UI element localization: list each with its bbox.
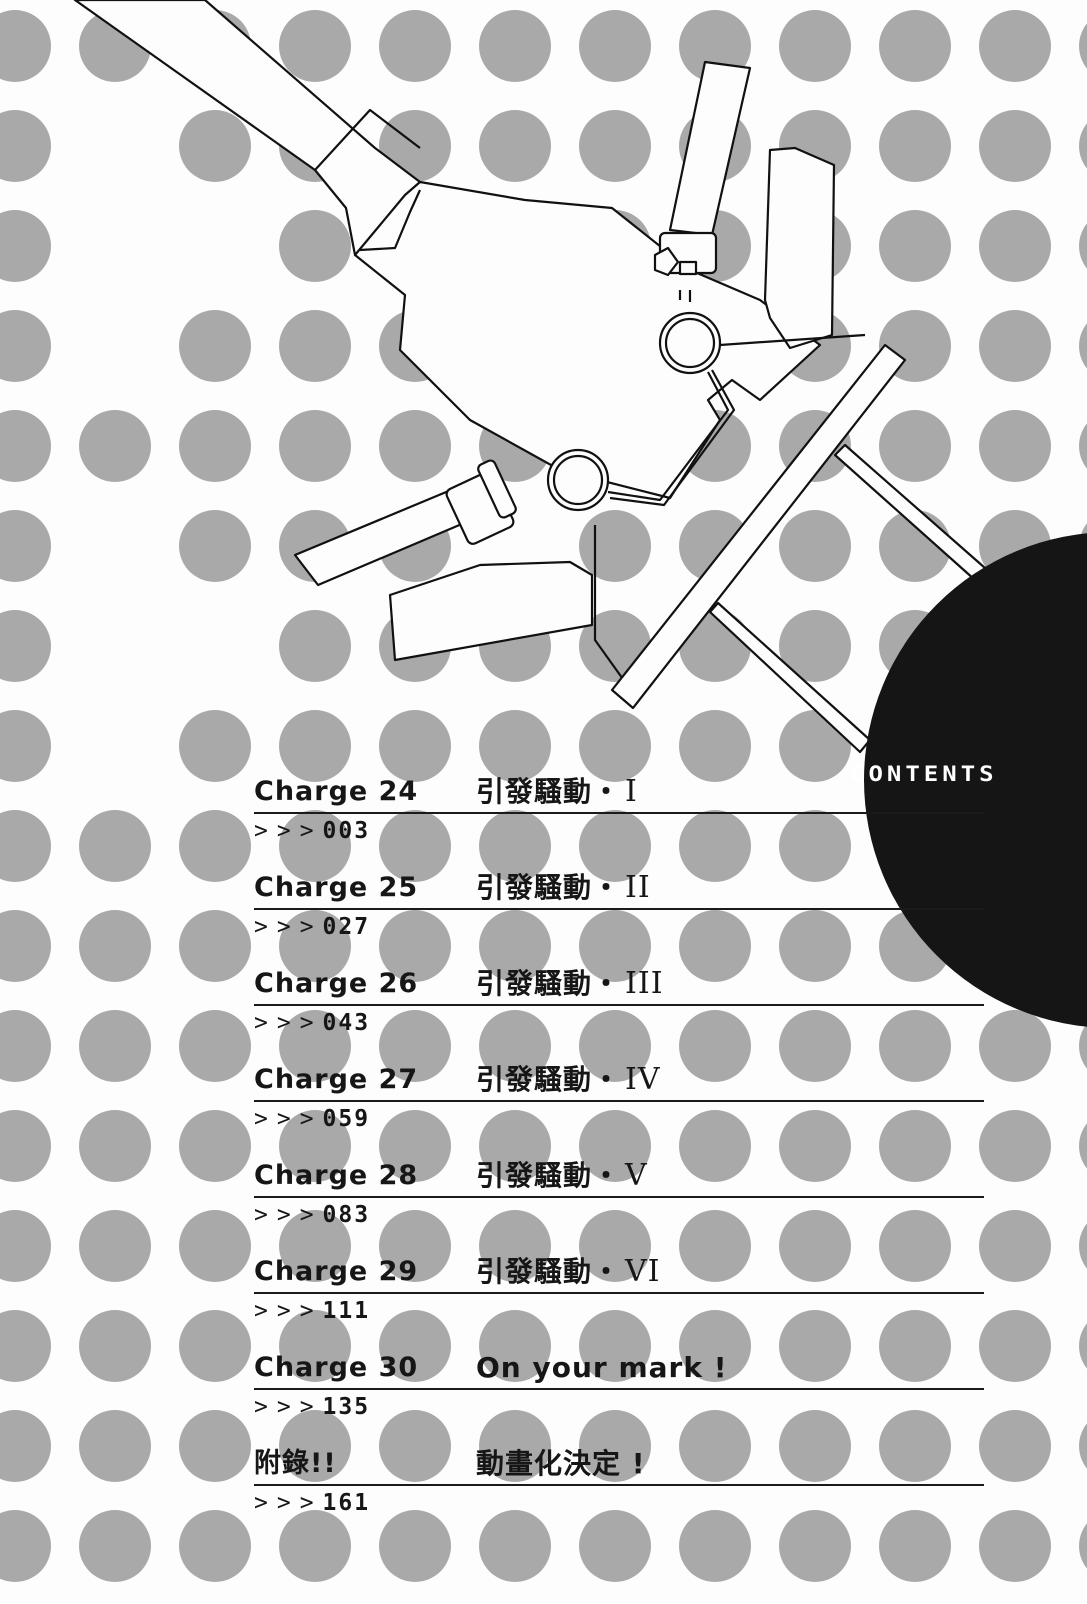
chapter-number: 附錄!!: [254, 1448, 337, 1479]
toc-entry[interactable]: Charge 25 引發騷動・II >>>027: [254, 868, 984, 964]
chapter-number: Charge 24: [254, 776, 419, 807]
chapter-title: 引發騷動・III: [476, 966, 664, 1001]
toc-entry-header: Charge 24 引發騷動・I: [254, 772, 984, 814]
chapter-numeral: III: [625, 966, 664, 1001]
chapter-number: Charge 25: [254, 872, 419, 903]
chapter-numeral: I: [625, 774, 638, 809]
chapter-title: 引發騷動・VI: [476, 1254, 661, 1289]
arrow-prefix: >>>: [254, 818, 323, 844]
toc-entry[interactable]: Charge 29 引發騷動・VI >>>111: [254, 1252, 984, 1348]
chapter-number: Charge 26: [254, 968, 419, 999]
page-number: >>>161: [254, 1490, 371, 1516]
toc-entry-header: Charge 29 引發騷動・VI: [254, 1252, 984, 1294]
chapter-number: Charge 27: [254, 1064, 419, 1095]
arrow-prefix: >>>: [254, 1298, 323, 1324]
page-number: >>>043: [254, 1010, 371, 1036]
toc-entry[interactable]: Charge 28 引發騷動・V >>>083: [254, 1156, 984, 1252]
chapter-title: 引發騷動・V: [476, 1158, 648, 1193]
chapter-title: 引發騷動・II: [476, 870, 651, 905]
chapter-numeral: IV: [625, 1062, 661, 1097]
arrow-prefix: >>>: [254, 1010, 323, 1036]
arrow-prefix: >>>: [254, 1490, 323, 1516]
arrow-prefix: >>>: [254, 1394, 323, 1420]
chapter-numeral: V: [625, 1158, 648, 1193]
toc-entry-header: Charge 26 引發騷動・III: [254, 964, 984, 1006]
page-number: >>>135: [254, 1394, 371, 1420]
toc-entry-header: Charge 25 引發騷動・II: [254, 868, 984, 910]
arrow-prefix: >>>: [254, 914, 323, 940]
toc-entry[interactable]: Charge 24 引發騷動・I >>>003: [254, 772, 984, 868]
page-number: >>>027: [254, 914, 371, 940]
chapter-title: 引發騷動・I: [476, 774, 638, 809]
toc-entry[interactable]: Charge 26 引發騷動・III >>>043: [254, 964, 984, 1060]
contents-heading: CONTENTS: [850, 761, 998, 787]
arrow-prefix: >>>: [254, 1106, 323, 1132]
toc-entry[interactable]: Charge 27 引發騷動・IV >>>059: [254, 1060, 984, 1156]
chapter-number: Charge 28: [254, 1160, 419, 1191]
chapter-title: On your mark !: [476, 1351, 728, 1384]
page-number: >>>059: [254, 1106, 371, 1132]
toc-entry-header: 附錄!! 動畫化決定 !: [254, 1444, 984, 1486]
toc-entry[interactable]: Charge 30 On your mark ! >>>135: [254, 1348, 984, 1444]
page-number: >>>083: [254, 1202, 371, 1228]
page-number: >>>003: [254, 818, 371, 844]
page-number: >>>111: [254, 1298, 371, 1324]
chapter-title: 動畫化決定 !: [476, 1447, 646, 1480]
toc-entry-header: Charge 30 On your mark !: [254, 1348, 984, 1390]
chapter-title: 引發騷動・IV: [476, 1062, 661, 1097]
toc-entry[interactable]: 附錄!! 動畫化決定 ! >>>161: [254, 1444, 984, 1540]
arrow-prefix: >>>: [254, 1202, 323, 1228]
chapter-numeral: VI: [625, 1254, 661, 1289]
chapter-number: Charge 29: [254, 1256, 419, 1287]
toc-entry-header: Charge 27 引發騷動・IV: [254, 1060, 984, 1102]
chapter-numeral: II: [625, 870, 651, 905]
toc-entry-header: Charge 28 引發騷動・V: [254, 1156, 984, 1198]
chapter-number: Charge 30: [254, 1352, 419, 1383]
